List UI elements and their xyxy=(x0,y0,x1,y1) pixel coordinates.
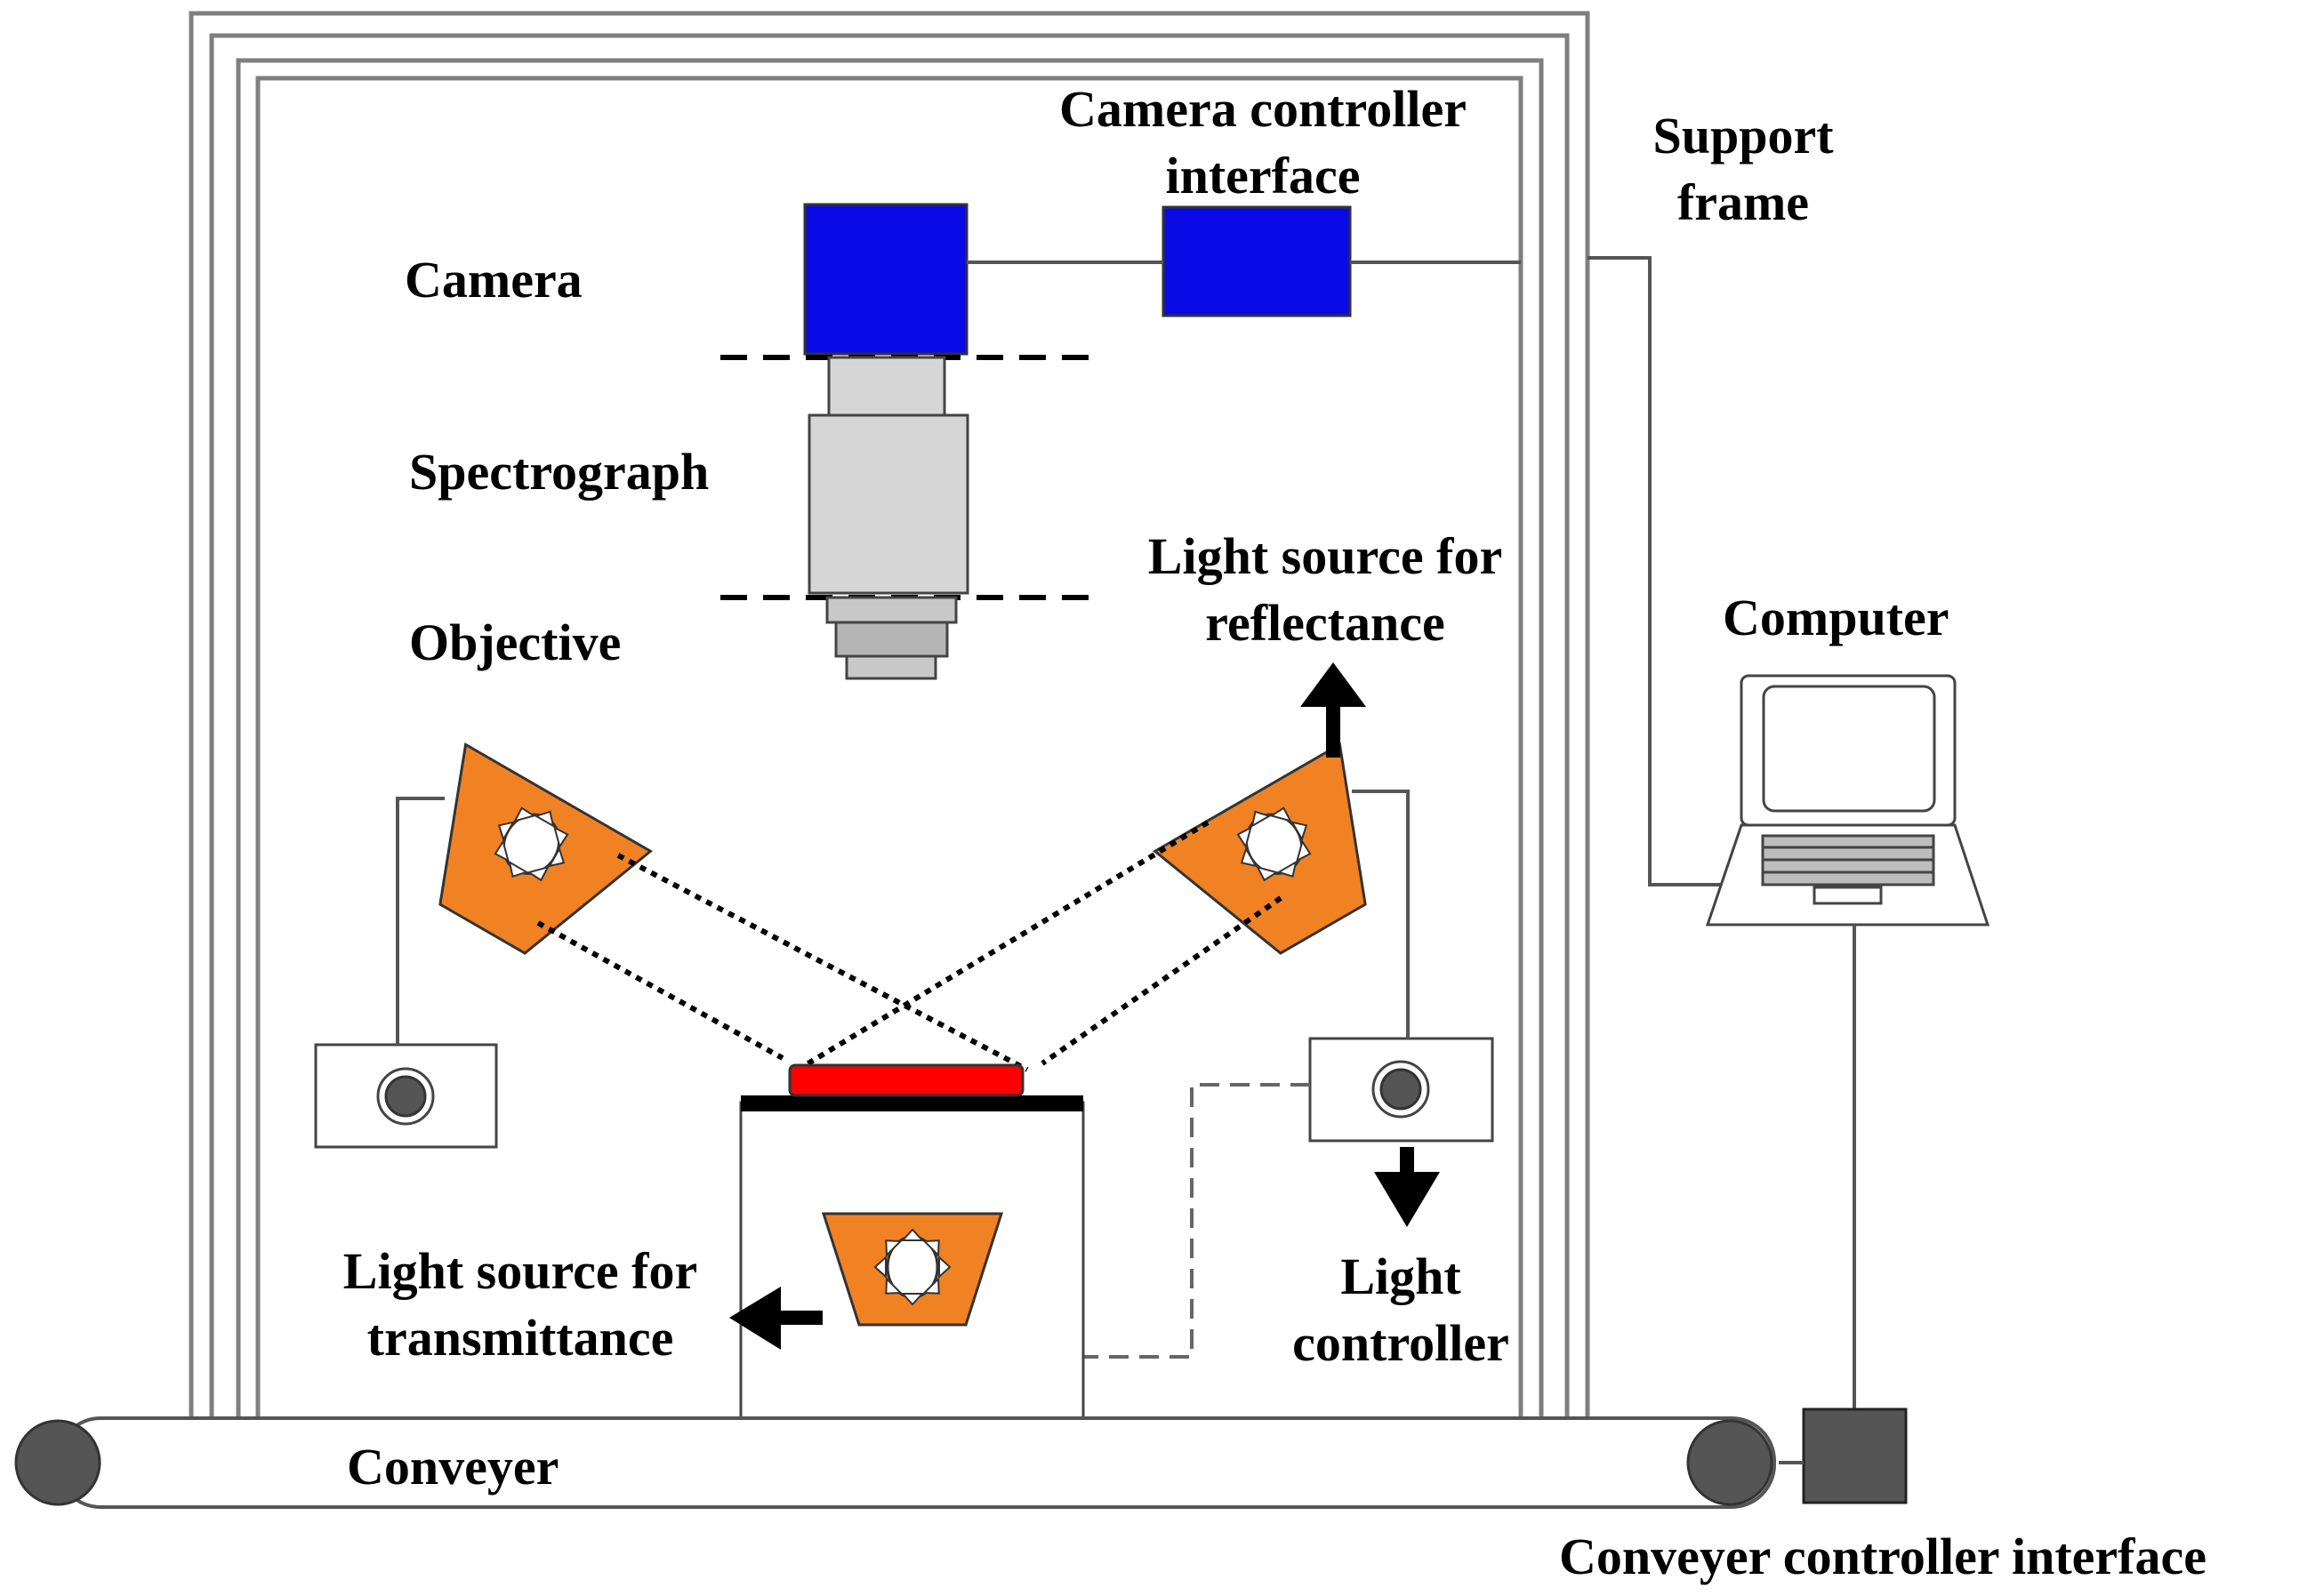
camera-icon xyxy=(803,203,969,356)
camera-cables xyxy=(967,256,1721,886)
stage-top xyxy=(741,1095,1083,1111)
spectrograph-label: Spectrograph xyxy=(409,443,710,501)
laptop-icon xyxy=(1705,674,1990,926)
light-source-transmittance-label: Light source for transmittance xyxy=(342,1242,698,1367)
lamp-icon xyxy=(1152,742,1367,955)
conveyer-label: Conveyer xyxy=(347,1438,559,1496)
transmittance-cable xyxy=(907,1083,1310,1359)
lamp-icon xyxy=(821,1212,1004,1327)
arrow-icon xyxy=(1300,662,1366,758)
objective-icon xyxy=(825,596,958,680)
objective-label: Objective xyxy=(409,614,622,671)
camera-controller-interface-label: Camera controller interface xyxy=(1059,80,1467,205)
support-frame-label: Support frame xyxy=(1652,107,1834,231)
light-controller-label: Light controller xyxy=(1292,1247,1509,1372)
light-beams xyxy=(536,820,1282,1072)
conveyer-controller-interface-label: Conveyer controller interface xyxy=(1559,1528,2207,1585)
conveyer-belt xyxy=(56,1416,1776,1509)
support-frame xyxy=(189,11,1590,1423)
arrow-icon xyxy=(1374,1147,1440,1227)
camera-label: Camera xyxy=(405,251,583,309)
arrow-icon xyxy=(729,1287,823,1350)
camera-controller-interface-box xyxy=(1162,205,1352,317)
spectrograph-icon xyxy=(808,356,969,595)
light-source-reflectance-label: Light source for reflectance xyxy=(1147,527,1503,652)
computer-label: Computer xyxy=(1723,589,1949,646)
sample xyxy=(788,1063,1025,1097)
conveyer-controller-box xyxy=(1802,1408,1908,1504)
roller-icon xyxy=(14,1419,101,1506)
roller-icon xyxy=(1686,1419,1773,1506)
lamp-icon xyxy=(438,742,654,955)
lamp-cables xyxy=(396,790,1410,1045)
